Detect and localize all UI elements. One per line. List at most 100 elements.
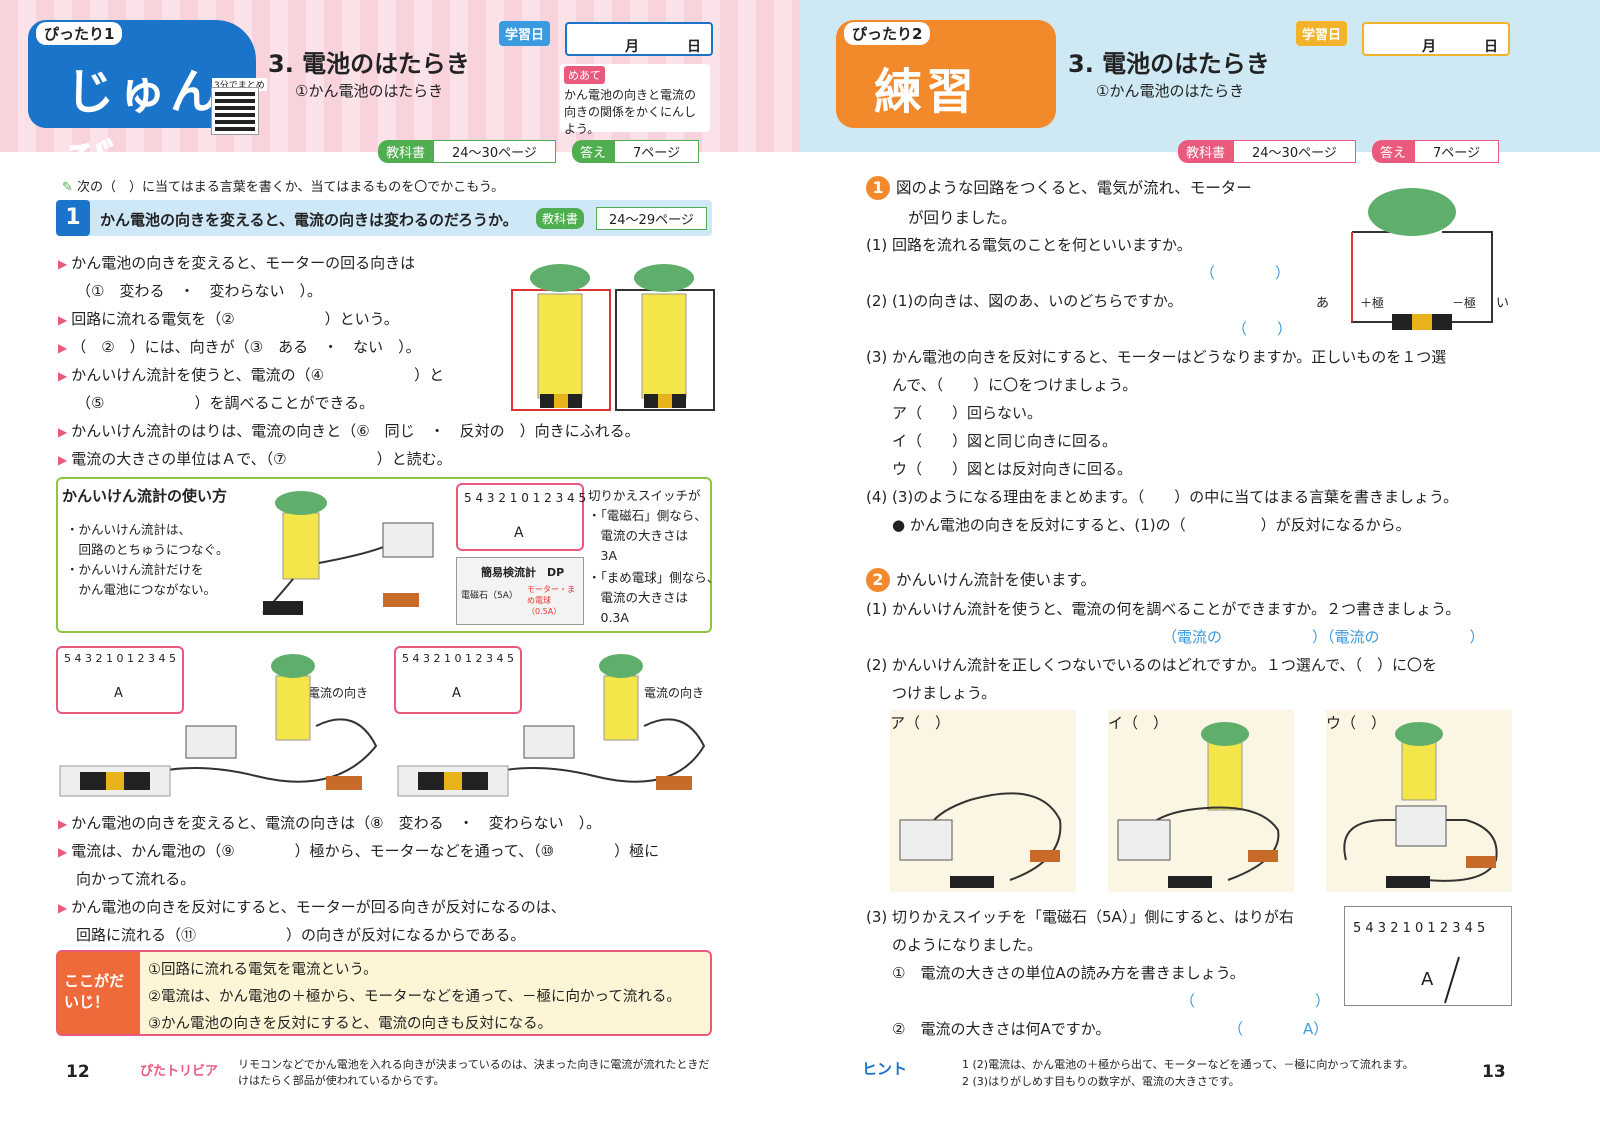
answer-blank[interactable]: （ ） (1232, 320, 1293, 338)
q2-text: かんいけん流計を使います。 (896, 571, 1096, 589)
choice-label: ウ（ ） (1326, 714, 1387, 732)
choice-line[interactable]: ウ（ ）図とは反対向きに回る。 (892, 460, 1133, 478)
day-label: 日 (687, 39, 701, 55)
badge-title: じゅんび (66, 64, 223, 190)
answer-label: 答え (1372, 139, 1415, 163)
question-line: つけましょう。 (892, 684, 997, 702)
q2-meter-figure: 5 4 3 2 1 0 1 2 3 4 5 A (1344, 906, 1512, 1006)
trivia-label: ぴたトリビア (140, 1064, 219, 1079)
textbook-pill: 教科書 24〜30ページ (1178, 139, 1356, 163)
switch-note: ・「まめ電球」側なら、 (588, 570, 720, 585)
direction-a-label: あ (1316, 296, 1330, 311)
qr-code[interactable] (211, 87, 259, 135)
fill-text: かん電池の向きを反対にすると、モーターが回る向きが反対になるのは、 (71, 898, 566, 916)
study-date-box[interactable]: 学習日 月 日 (499, 21, 713, 56)
answer-blank[interactable]: （ ） (1180, 992, 1331, 1010)
question-line: ① 電流の大きさの単位Aの読み方を書きましょう。 (892, 964, 1245, 982)
month-label: 月 (625, 39, 639, 55)
device-left-label: 電磁石（5A） (461, 591, 518, 601)
current-direction-label: 電流の向き (644, 686, 705, 700)
q1-circuit-figure (1351, 188, 1493, 330)
fill-line: ▶回路に流れる電気を（② ）という。 (58, 310, 399, 328)
section-1-header: 1 かん電池の向きを変えると、電流の向きは変わるのだろうか。 教科書 24〜29… (56, 200, 712, 236)
answer-page: 7ページ (1414, 139, 1500, 163)
right-page: ぴったり2 練習 3. 電池のはたらき ①かん電池のはたらき 学習日 月 日 教… (800, 0, 1600, 1132)
answer-page: 7ページ (614, 139, 700, 163)
question-line: ● かん電池の向きを反対にすると、(1)の（ ）が反対になるから。 (892, 516, 1411, 534)
hint-text: 1 (2)電流は、かん電池の＋極から出て、モーターなどを通って、－極に向かって流… (962, 1058, 1414, 1071)
question-line: のようになりました。 (892, 936, 1043, 954)
question-line: ② 電流の大きさは何Aですか。 (892, 1020, 1111, 1038)
choice-a-figure[interactable]: ア（ ） (890, 710, 1076, 892)
meter-face: 5 4 3 2 1 0 1 2 3 4 5 A (56, 646, 184, 714)
answer-blank[interactable]: （電流の ）（電流の ） (1162, 628, 1485, 646)
question-line: (1) かんいけん流計を使うと、電流の何を調べることができますか。２つ書きましょ… (866, 600, 1461, 618)
month-label: 月 (1422, 39, 1436, 55)
q1-number: 1 (866, 176, 890, 200)
motor-circuit-illustration (511, 264, 715, 411)
qr-label: 3分でまとめ (212, 78, 267, 91)
meter-face: 5 4 3 2 1 0 1 2 3 4 5 A (394, 646, 522, 714)
section-number: 1 (56, 200, 90, 236)
fill-text: かん電池の向きを変えると、電流の向きは（⑧ 変わる ・ 変わらない ）。 (71, 814, 602, 832)
pencil-icon: ✎ (62, 180, 73, 195)
usage-box: かんいけん流計の使い方 ・かんいけん流計は、 回路のとちゅうにつなぐ。 ・かんい… (56, 477, 719, 633)
key-point: ③かん電池の向きを反対にすると、電流の向きも反対になる。 (148, 1016, 553, 1032)
study-date-box[interactable]: 学習日 月 日 (1296, 21, 1510, 56)
meter-scale: 5 4 3 2 1 0 1 2 3 4 5 (402, 652, 514, 665)
choice-i-figure[interactable]: イ（ ） (1108, 710, 1294, 892)
switch-note: 3A (588, 548, 618, 563)
meter-unit: A (514, 525, 524, 541)
switch-note: 切りかえスイッチが (588, 488, 701, 503)
lesson-title: 3. 電池のはたらき (1068, 50, 1270, 78)
page-number: 12 (66, 1062, 90, 1082)
fill-line: （⑤ ）を調べることができる。 (76, 392, 374, 413)
section-textbook-pages: 24〜29ページ (596, 207, 707, 230)
question-line: (1) 回路を流れる電気のことを何といいますか。 (866, 236, 1192, 254)
hint-label: ヒント (862, 1060, 908, 1078)
textbook-pages: 24〜30ページ (433, 139, 556, 163)
question-line: (3) かん電池の向きを反対にすると、モーターはどうなりますか。正しいものを１つ… (866, 348, 1447, 366)
fill-line: ▶かん電池の向きを反対にすると、モーターが回る向きが反対になるのは、 (58, 898, 566, 916)
instruction-text: 次の（ ）に当てはまる言葉を書くか、当てはまるものを〇でかこもう。 (77, 180, 505, 195)
device-panel: 簡易検流計 DP 電磁石（5A） モーター・まめ電球（0.5A） (456, 557, 584, 625)
key-points-box: ここがだいじ！ ①回路に流れる電気を電流という。 ②電流は、かん電池の＋極から、… (56, 950, 712, 1036)
key-point: ②電流は、かん電池の＋極から、モーターなどを通って、－極に向かって流れる。 (148, 989, 681, 1005)
meter-unit: A (452, 686, 461, 701)
badge-tag: ぴったり1 (36, 22, 123, 45)
fill-text: 向かって流れる。 (76, 870, 196, 888)
fill-text: 電流の大きさの単位はＡで、（⑦ ）と読む。 (71, 450, 452, 468)
textbook-label: 教科書 (1178, 139, 1234, 163)
choice-label: ア（ ） (890, 714, 951, 732)
fill-text: 回路に流れる（⑪ ）の向きが反対になるからである。 (76, 926, 526, 944)
choice-u-figure[interactable]: ウ（ ） (1326, 710, 1512, 892)
renshu-badge: ぴったり2 練習 (836, 20, 1056, 128)
goal-text: かん電池の向きと電流の向きの関係をかくにんしよう。 (564, 88, 697, 136)
galvanometer-circuit-illustration (262, 491, 434, 615)
usage-title: かんいけん流計の使い方 (62, 487, 228, 505)
key-points-label: ここがだいじ！ (58, 952, 140, 1034)
fill-line: ▶電流は、かん電池の（⑨ ）極から、モーターなどを通って、（⑩ ）極に (58, 842, 660, 860)
answer-blank[interactable]: （ A） (1228, 1020, 1329, 1038)
trivia-text: リモコンなどでかん電池を入れる向きが決まっているのは、決まった向きに電流が流れた… (238, 1058, 710, 1087)
switch-note: 電流の大きさは (588, 528, 689, 543)
fill-text: 回路に流れる電気を（② ）という。 (71, 310, 399, 328)
meter-scale: 5 4 3 2 1 0 1 2 3 4 5 (464, 491, 587, 505)
fill-text: かんいけん流計を使うと、電流の（④ ）と (71, 366, 445, 384)
goal-label: めあて (564, 66, 605, 84)
answer-blank[interactable]: （ ） (1200, 264, 1291, 282)
fill-line: ▶かん電池の向きを変えると、電流の向きは（⑧ 変わる ・ 変わらない ）。 (58, 814, 602, 832)
day-label: 日 (1484, 39, 1498, 55)
direction-i-label: い (1496, 296, 1510, 311)
choice-line[interactable]: イ（ ）図と同じ向きに回る。 (892, 432, 1118, 450)
usage-note: かん電池につながない。 (66, 582, 217, 597)
fill-line: ▶電流の大きさの単位はＡで、（⑦ ）と読む。 (58, 450, 452, 468)
fill-text: かん電池の向きを変えると、モーターの回る向きは (71, 254, 416, 272)
switch-note: 0.3A (588, 610, 629, 625)
question-line: (4) (3)のようになる理由をまとめます。（ ）の中に当てはまる言葉を書きまし… (866, 488, 1459, 506)
date-label: 学習日 (1296, 21, 1348, 46)
choice-line[interactable]: ア（ ）回らない。 (892, 404, 1043, 422)
meter-scale: 5 4 3 2 1 0 1 2 3 4 5 (1353, 921, 1486, 936)
